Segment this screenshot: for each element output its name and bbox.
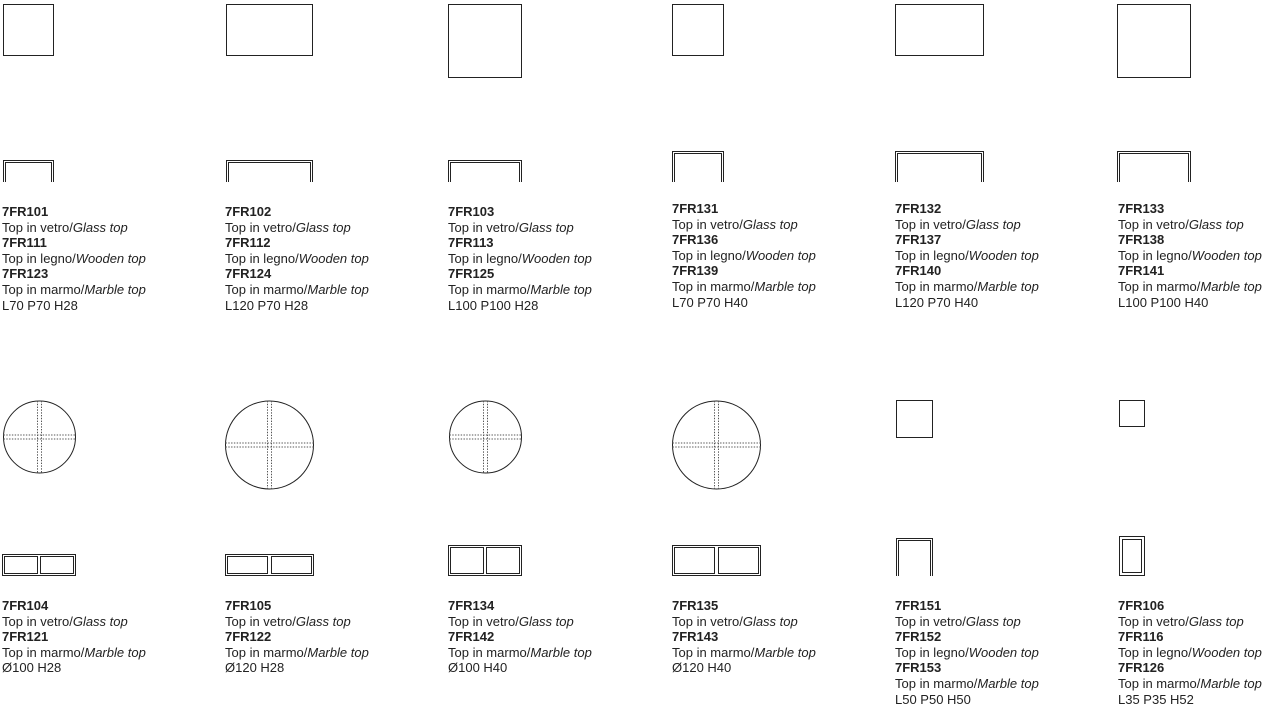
product-card: 7FR106 Top in vetro/Glass top 7FR116 Top… xyxy=(1116,395,1274,707)
product-card: 7FR103 Top in vetro/Glass top 7FR113 Top… xyxy=(446,0,661,320)
product-specs: 7FR106 Top in vetro/Glass top 7FR116 Top… xyxy=(1118,598,1262,707)
product-specs: 7FR102 Top in vetro/Glass top 7FR112 Top… xyxy=(225,204,369,313)
table-plan-view-square xyxy=(896,400,933,576)
table-plan-view-round xyxy=(672,400,761,576)
product-card: 7FR131 Top in vetro/Glass top 7FR136 Top… xyxy=(670,0,885,320)
product-card: 7FR151 Top in vetro/Glass top 7FR152 Top… xyxy=(893,395,1108,707)
product-specs: 7FR133 Top in vetro/Glass top 7FR138 Top… xyxy=(1118,201,1262,310)
product-specs: 7FR132 Top in vetro/Glass top 7FR137 Top… xyxy=(895,201,1039,310)
product-card: 7FR132 Top in vetro/Glass top 7FR137 Top… xyxy=(893,0,1108,320)
table-plan-view-round xyxy=(2,400,76,576)
table-plan-view-rectangle xyxy=(895,4,984,182)
table-plan-view-rectangle xyxy=(226,4,313,182)
product-specs: 7FR131 Top in vetro/Glass top 7FR136 Top… xyxy=(672,201,816,310)
product-specs: 7FR103 Top in vetro/Glass top 7FR113 Top… xyxy=(448,204,592,313)
product-card: 7FR105 Top in vetro/Glass top 7FR122 Top… xyxy=(223,395,438,695)
product-card: 7FR134 Top in vetro/Glass top 7FR142 Top… xyxy=(446,395,661,695)
table-plan-view-square xyxy=(1119,400,1145,576)
product-specs: 7FR105 Top in vetro/Glass top 7FR122 Top… xyxy=(225,598,369,676)
product-card: 7FR133 Top in vetro/Glass top 7FR138 Top… xyxy=(1116,0,1274,320)
table-plan-view-round xyxy=(225,400,314,576)
product-card: 7FR101 Top in vetro/Glass top 7FR111 Top… xyxy=(0,0,215,320)
table-plan-view-square xyxy=(672,4,724,182)
product-card: 7FR135 Top in vetro/Glass top 7FR143 Top… xyxy=(670,395,885,695)
table-plan-view-square xyxy=(448,4,522,182)
product-specs: 7FR135 Top in vetro/Glass top 7FR143 Top… xyxy=(672,598,816,676)
product-specs: 7FR104 Top in vetro/Glass top 7FR121 Top… xyxy=(2,598,146,676)
table-plan-view-square xyxy=(3,4,54,182)
product-card: 7FR102 Top in vetro/Glass top 7FR112 Top… xyxy=(223,0,438,320)
table-plan-view-square xyxy=(1117,4,1191,182)
product-specs: 7FR151 Top in vetro/Glass top 7FR152 Top… xyxy=(895,598,1039,707)
product-card: 7FR104 Top in vetro/Glass top 7FR121 Top… xyxy=(0,395,215,695)
product-specs: 7FR101 Top in vetro/Glass top 7FR111 Top… xyxy=(2,204,146,313)
table-plan-view-round xyxy=(448,400,522,576)
product-specs: 7FR134 Top in vetro/Glass top 7FR142 Top… xyxy=(448,598,592,676)
